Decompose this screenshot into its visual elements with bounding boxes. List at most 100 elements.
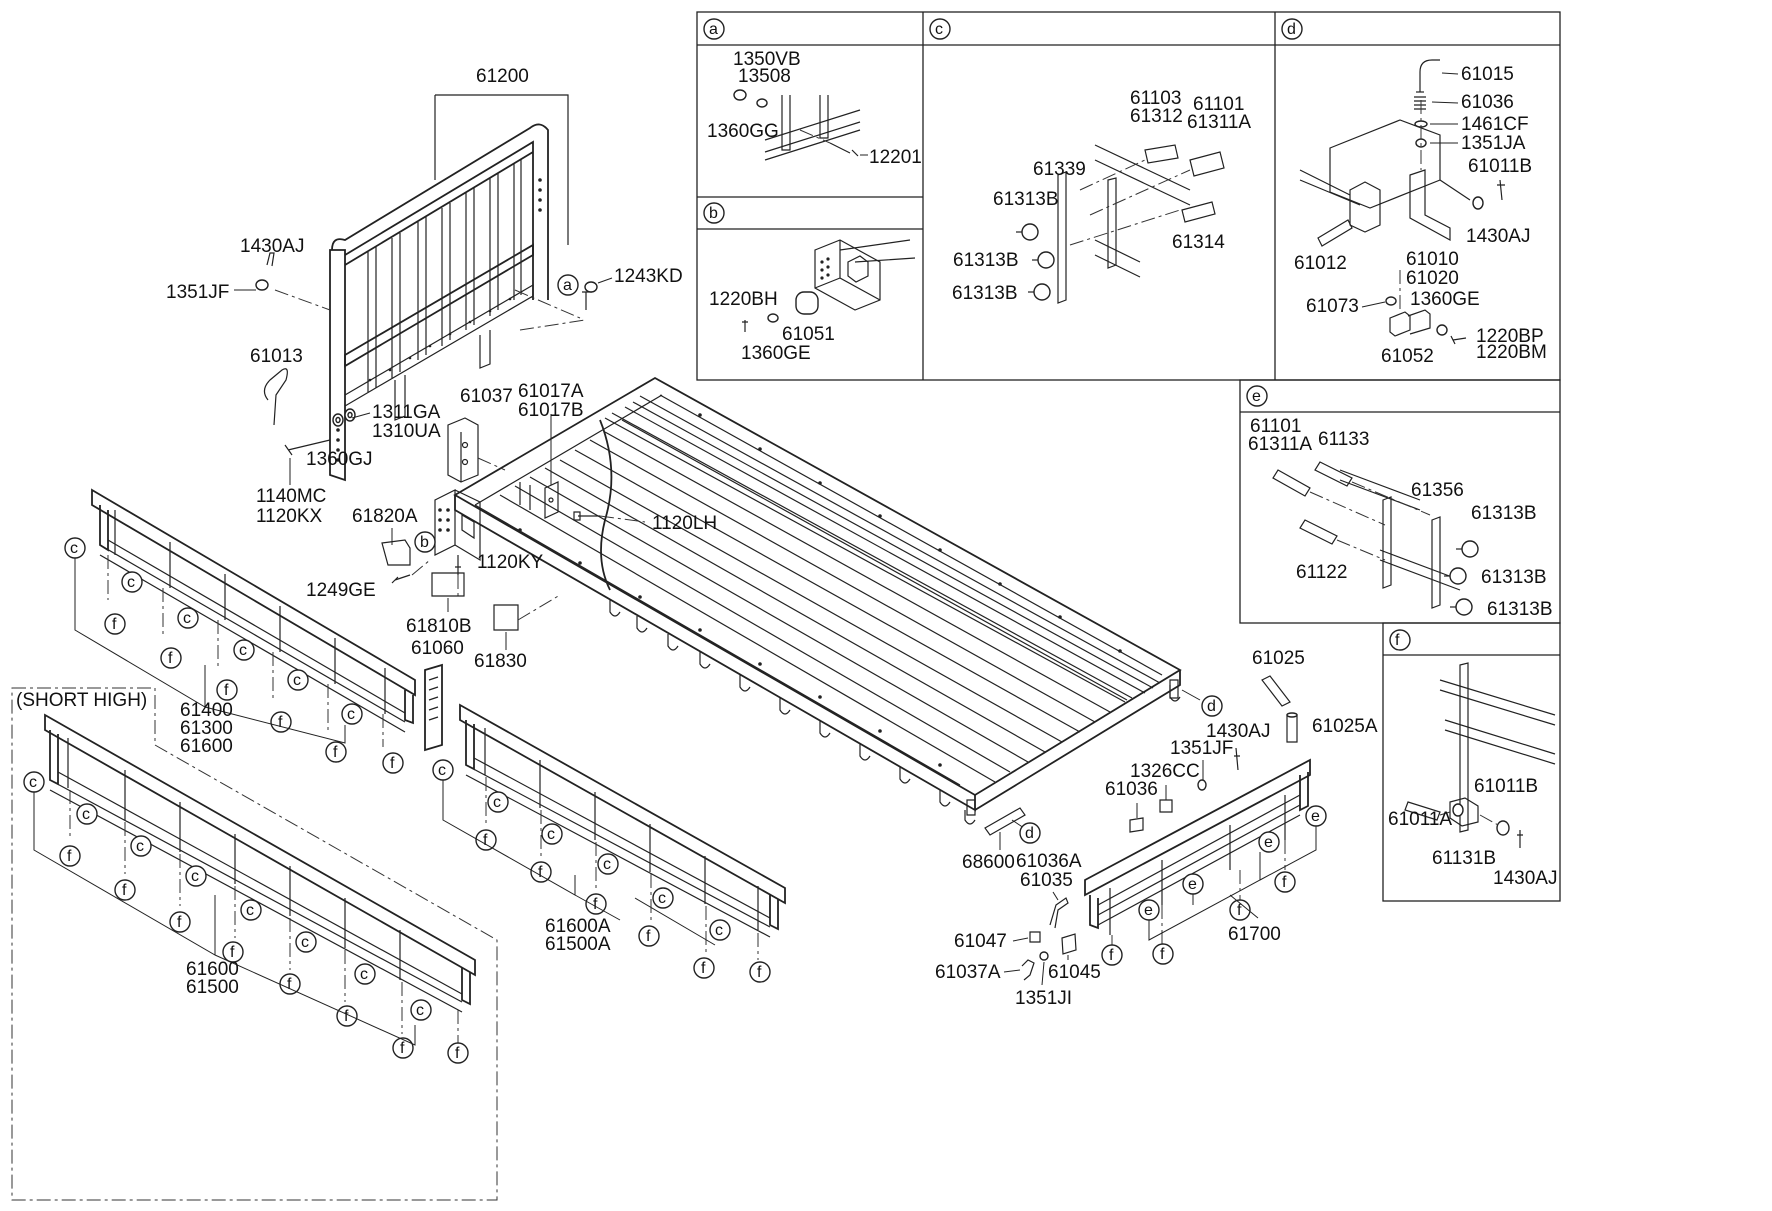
svg-text:c: c — [70, 540, 78, 557]
label-1351JA: 1351JA — [1461, 133, 1526, 154]
svg-text:f: f — [701, 960, 706, 977]
label-61600-short: 61600 — [186, 959, 239, 980]
svg-text:c: c — [82, 806, 90, 823]
part-61060-plate — [424, 663, 443, 752]
label-61013: 61013 — [250, 346, 303, 367]
label-61011B-f: 61011B — [1474, 776, 1538, 797]
svg-text:f: f — [344, 1008, 349, 1025]
label-61600: 61600 — [180, 736, 233, 757]
label-1461CF: 1461CF — [1461, 114, 1529, 135]
svg-text:f: f — [483, 832, 488, 849]
side-gate-right-callouts: e e e e f f f f — [1101, 805, 1327, 966]
label-1351JF-headboard: 1351JF — [166, 282, 229, 303]
label-61339: 61339 — [1033, 159, 1086, 180]
label-61047: 61047 — [954, 931, 1007, 952]
side-gate-right — [1084, 758, 1311, 945]
label-1351JI: 1351JI — [1015, 988, 1072, 1009]
label-68600: 68600 — [962, 852, 1015, 873]
callout-b-deck: b — [414, 531, 436, 553]
label-61036-right: 61036 — [1105, 779, 1158, 800]
label-1120LH: 1120LH — [652, 513, 717, 534]
detail-panel-frame — [696, 11, 1561, 381]
label-61300: 61300 — [180, 718, 233, 739]
label-1120KX: 1120KX — [256, 506, 323, 527]
headboard-hardware — [255, 252, 598, 456]
svg-text:f: f — [333, 744, 338, 761]
label-61012: 61012 — [1294, 253, 1347, 274]
label-1360GG: 1360GG — [707, 121, 779, 142]
label-1360GE-d: 1360GE — [1410, 289, 1480, 310]
label-61035: 61035 — [1020, 870, 1073, 891]
svg-text:f: f — [1109, 947, 1114, 964]
label-1140MC: 1140MC — [256, 486, 326, 507]
label-61011B-d: 61011B — [1468, 156, 1532, 177]
label-61313B-c3: 61313B — [952, 283, 1018, 304]
svg-text:f: f — [1237, 902, 1242, 919]
callout-d-deck-2: d — [966, 799, 1041, 844]
label-1350VB: 1350VB — [733, 49, 801, 70]
label-61045: 61045 — [1048, 962, 1101, 983]
svg-text:a: a — [709, 21, 718, 38]
panel-a: a — [703, 18, 868, 161]
svg-text:c: c — [136, 838, 144, 855]
label-61500A: 61500A — [545, 934, 611, 955]
svg-text:f: f — [757, 964, 762, 981]
svg-text:c: c — [360, 966, 368, 983]
label-1310UA: 1310UA — [372, 421, 441, 442]
svg-text:f: f — [122, 882, 127, 899]
label-61103: 61103 — [1130, 88, 1181, 109]
label-61051: 61051 — [782, 324, 835, 345]
panel-b: b — [703, 202, 916, 332]
label-61025: 61025 — [1252, 648, 1305, 669]
label-1430AJ-right: 1430AJ — [1206, 721, 1270, 742]
svg-text:c: c — [246, 902, 254, 919]
svg-text:c: c — [29, 774, 37, 791]
label-1326CC: 1326CC — [1130, 761, 1200, 782]
label-61025A: 61025A — [1312, 716, 1378, 737]
label-61314: 61314 — [1172, 232, 1225, 253]
side-gate-middle-callouts: c c c c c c f f f f f f — [432, 759, 771, 983]
svg-text:c: c — [191, 868, 199, 885]
svg-text:c: c — [935, 21, 943, 38]
callout-a-headboard: a — [557, 274, 579, 296]
label-1220BH: 1220BH — [709, 289, 778, 310]
label-61200: 61200 — [476, 66, 529, 87]
svg-text:f: f — [1160, 946, 1165, 963]
label-61356: 61356 — [1411, 480, 1464, 501]
svg-text:f: f — [593, 896, 598, 913]
svg-text:f: f — [168, 650, 173, 667]
label-1430AJ-d: 1430AJ — [1466, 226, 1530, 247]
label-61037: 61037 — [460, 386, 513, 407]
label-1249GE: 1249GE — [306, 580, 376, 601]
svg-text:e: e — [1311, 808, 1320, 825]
label-1220BP: 1220BP — [1476, 326, 1544, 347]
label-13508: 13508 — [738, 66, 791, 87]
label-61820A: 61820A — [352, 506, 418, 527]
cargo-deck — [434, 376, 1182, 825]
svg-text:e: e — [1144, 902, 1153, 919]
side-gate-middle — [459, 703, 786, 960]
panel-c: c — [929, 18, 1225, 304]
label-1220BM: 1220BM — [1476, 342, 1547, 363]
label-1243KD: 1243KD — [614, 266, 683, 287]
panel-f: f — [1382, 622, 1561, 902]
label-61311A-c: 61311A — [1187, 112, 1251, 133]
svg-text:d: d — [1287, 21, 1296, 38]
svg-text:f: f — [1282, 874, 1287, 891]
svg-text:e: e — [1264, 834, 1273, 851]
label-61015: 61015 — [1461, 64, 1514, 85]
headboard-assembly — [329, 94, 569, 482]
svg-text:f: f — [646, 928, 651, 945]
callout-d-deck-1: d — [1169, 679, 1223, 717]
label-61313B-e3: 61313B — [1487, 599, 1553, 620]
label-61037A: 61037A — [935, 962, 1001, 983]
svg-text:f: f — [177, 914, 182, 931]
label-1430AJ-headboard: 1430AJ — [240, 236, 304, 257]
label-1360GJ: 1360GJ — [306, 449, 373, 470]
label-61010: 61010 — [1406, 249, 1459, 270]
svg-text:c: c — [603, 856, 611, 873]
label-61313B-c1: 61313B — [993, 189, 1059, 210]
label-61700: 61700 — [1228, 924, 1281, 945]
svg-text:f: f — [287, 976, 292, 993]
